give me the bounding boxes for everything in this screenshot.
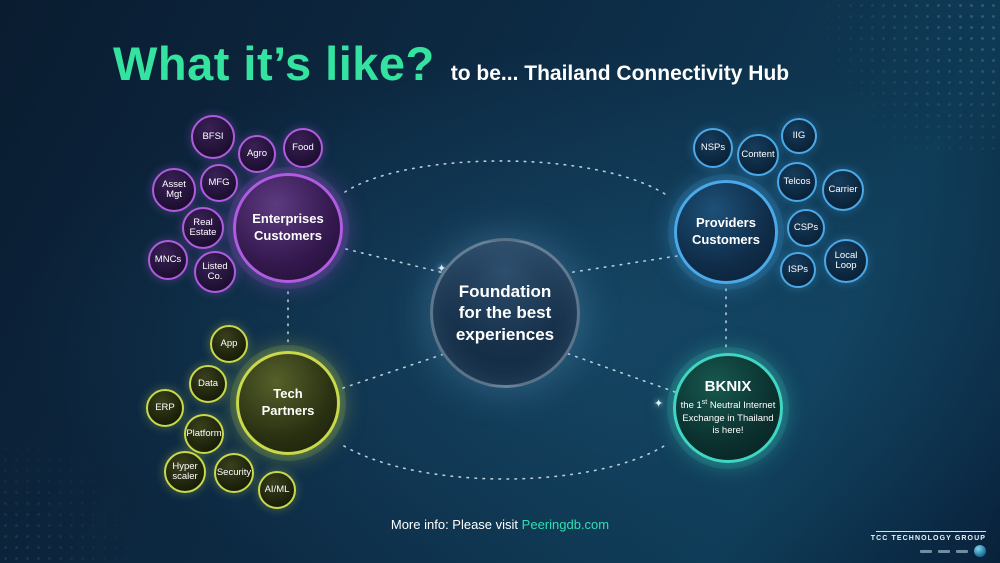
bubble-app: App — [210, 325, 248, 363]
bubble-label: Content — [741, 149, 775, 161]
bubble-listed-co: Listed Co. — [194, 251, 236, 293]
bknix-description: the 1st Neutral Internet Exchange in Tha… — [680, 398, 776, 437]
tcc-logo-block: TCC TECHNOLOGY GROUP — [871, 531, 986, 557]
bubble-mfg: MFG — [200, 164, 238, 202]
bubble-ai-ml: AI/ML — [258, 471, 296, 509]
bubble-label: CSPs — [793, 222, 819, 234]
bubble-label: Listed Co. — [202, 261, 228, 282]
bubble-content: Content — [737, 134, 779, 176]
node-foundation: Foundation for the best experiences — [430, 238, 580, 388]
node-label: Tech Partners — [261, 386, 315, 418]
partner-mark — [956, 549, 968, 553]
bubble-label: Asset Mgt — [162, 179, 186, 200]
bubble-label: Agro — [246, 148, 268, 160]
bubble-security: Security — [214, 453, 254, 493]
partner-logos — [871, 545, 986, 557]
bubble-label: Real Estate — [189, 217, 217, 238]
bubble-isps: ISPs — [780, 252, 816, 288]
bubble-iig: IIG — [781, 118, 817, 154]
bubble-local-loop: Local Loop — [824, 239, 868, 283]
bubble-label: Local Loop — [834, 250, 858, 271]
bubble-csps: CSPs — [787, 209, 825, 247]
logo-divider — [876, 531, 986, 532]
peeringdb-link[interactable]: Peeringdb.com — [521, 517, 610, 532]
logo-text: TCC TECHNOLOGY GROUP — [870, 535, 986, 542]
bubble-nsps: NSPs — [693, 128, 733, 168]
bubble-data: Data — [189, 365, 227, 403]
bknix-desc-sup: st — [701, 399, 708, 407]
connector-bottom-arc — [343, 445, 665, 480]
page-title: What it’s like? — [113, 37, 435, 90]
bubble-label: App — [220, 338, 238, 350]
partner-mark — [920, 549, 932, 553]
bubble-telcos: Telcos — [777, 162, 817, 202]
bubble-agro: Agro — [238, 135, 276, 173]
bubble-carrier: Carrier — [822, 169, 864, 211]
bknix-content: BKNIX the 1st Neutral Internet Exchange … — [680, 378, 776, 437]
foundation-label: Foundation for the best experiences — [455, 282, 555, 344]
node-providers-customers: Providers Customers — [674, 180, 778, 284]
bubble-platform: Platform — [184, 414, 224, 454]
bubble-label: Food — [292, 142, 314, 154]
bubble-label: ERP — [155, 402, 175, 414]
bubble-asset-mgt: Asset Mgt — [152, 168, 196, 212]
bubble-label: ISPs — [787, 264, 809, 276]
node-tech-partners: Tech Partners — [236, 351, 340, 455]
bubble-label: MNCs — [154, 254, 182, 266]
bubble-label: NSPs — [700, 142, 726, 154]
bubble-bfsi: BFSI — [191, 115, 235, 159]
node-bknix: BKNIX the 1st Neutral Internet Exchange … — [673, 353, 783, 463]
bubble-real-estate: Real Estate — [182, 207, 224, 249]
bubble-mncs: MNCs — [148, 240, 188, 280]
title-row: What it’s like? to be... Thailand Connec… — [113, 36, 789, 91]
connector-providers-center — [566, 255, 678, 274]
bubble-label: Telcos — [783, 176, 811, 188]
bubble-label: Hyper scaler — [172, 461, 198, 482]
sparkle-icon: ✦ — [437, 263, 447, 275]
connector-enterprises-center — [345, 248, 445, 274]
partner-mark — [938, 549, 950, 553]
sparkle-icon: ✦ — [654, 398, 664, 410]
node-label: Providers Customers — [692, 215, 760, 247]
bubble-label: Carrier — [828, 184, 858, 196]
connector-bknix-center — [565, 352, 676, 393]
footer: More info: Please visit Peeringdb.com — [0, 517, 1000, 532]
partner-orb-icon — [974, 545, 986, 557]
bubble-label: Platform — [186, 428, 222, 440]
node-label: Enterprises Customers — [252, 211, 324, 243]
bknix-desc-post: Neutral Internet Exchange in Thailand is… — [682, 400, 776, 437]
bubble-label: AI/ML — [264, 484, 290, 496]
page-subtitle: to be... Thailand Connectivity Hub — [450, 62, 790, 85]
connector-tech-center — [342, 352, 448, 389]
bubble-label: BFSI — [202, 131, 224, 143]
bubble-erp: ERP — [146, 389, 184, 427]
node-enterprises-customers: Enterprises Customers — [233, 173, 343, 283]
more-info-text: More info: Please visit — [390, 517, 519, 532]
bubble-hyperscaler: Hyper scaler — [164, 451, 206, 493]
bubble-label: Security — [216, 467, 252, 479]
bknix-title: BKNIX — [704, 378, 752, 396]
bubble-label: IIG — [792, 130, 806, 142]
bubble-label: MFG — [208, 177, 230, 189]
connector-top-arc — [344, 160, 669, 197]
bubble-food: Food — [283, 128, 323, 168]
bknix-desc-pre: the 1 — [680, 400, 702, 412]
bubble-label: Data — [197, 378, 219, 390]
